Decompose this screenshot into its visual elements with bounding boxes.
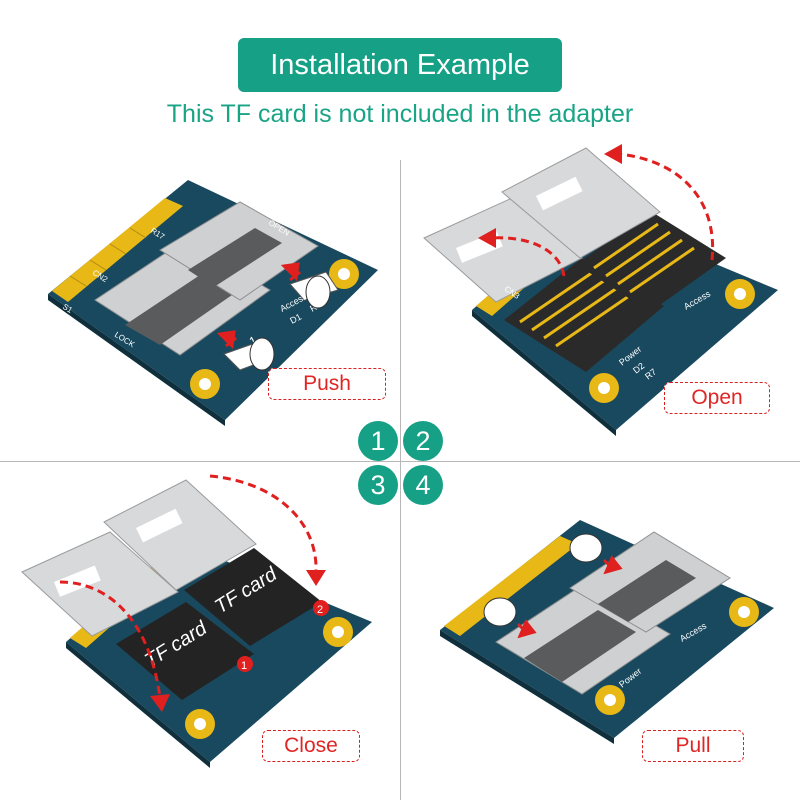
board-illustration-1: CN2 S1 R17 OPEN LOCK Access D1 R4 1 2 <box>48 180 378 426</box>
step-number-1: 1 <box>358 421 398 461</box>
board-illustration-4: Power Access <box>440 520 774 744</box>
card-badge-1: 1 <box>241 660 247 672</box>
tf-card-1: TF card 1 <box>116 602 254 700</box>
action-label-close: Close <box>262 730 360 762</box>
subtitle: This TF card is not included in the adap… <box>166 100 634 128</box>
push-arrow-icon <box>216 262 301 350</box>
panel-step-1: CN2 S1 R17 OPEN LOCK Access D1 R4 1 2 <box>0 140 400 460</box>
action-label-pull: Pull <box>642 730 744 762</box>
panel-step-3: TF card 1 TF card 2 <box>0 462 400 800</box>
label-d1: D1 <box>288 312 303 326</box>
hand-pull-icon <box>483 533 603 627</box>
panel-step-4: Power Access <box>400 462 800 800</box>
step-number-2: 2 <box>403 421 443 461</box>
divider-vertical <box>400 160 401 800</box>
step-number-4: 4 <box>403 465 443 505</box>
open-arrowheads-icon <box>478 144 622 248</box>
hand-push-icon <box>249 275 331 371</box>
board-illustration-2: Power D2 R7 Access CN3 <box>423 144 778 436</box>
step-number-3: 3 <box>358 465 398 505</box>
pull-arrow-icon <box>516 555 623 639</box>
panel-step-2: Power D2 R7 Access CN3 <box>400 140 800 460</box>
action-label-open: Open <box>664 382 770 414</box>
close-arrowheads-icon <box>150 570 326 712</box>
card-badge-2: 2 <box>317 604 323 616</box>
board-illustration-3: TF card 1 TF card 2 <box>21 474 372 768</box>
open-arrow-icon <box>491 152 715 277</box>
close-arrow-icon <box>59 474 318 699</box>
action-label-push: Push <box>268 368 386 400</box>
tf-card-2: TF card 2 <box>184 548 329 646</box>
title-banner: Installation Example <box>238 38 562 92</box>
